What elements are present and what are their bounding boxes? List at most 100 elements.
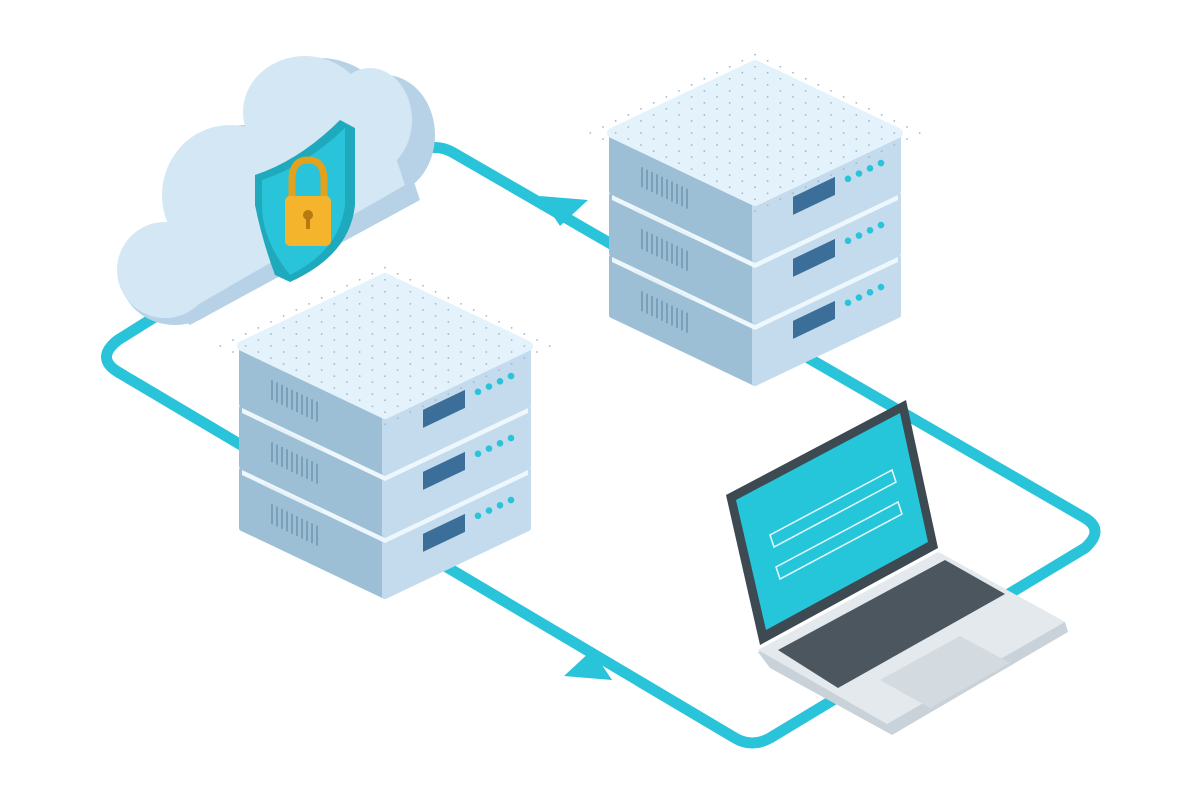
grille-dot [422,345,424,347]
grille-dot [485,363,488,365]
grille-dot [716,132,718,134]
grille-dot [728,114,731,116]
grille-dot [232,351,234,353]
grille-dot [855,114,858,116]
grille-dot [320,369,323,371]
grille-dot [434,290,437,293]
grille-dot [728,65,731,68]
grille-dot [447,333,450,335]
grille-dot [817,144,820,146]
grille-dot [754,65,756,68]
grille-dot [257,363,260,365]
grille-dot [447,393,450,396]
status-led [485,507,493,514]
grille-dot [270,321,272,323]
grille-dot [678,114,680,116]
grille-dot [754,210,756,213]
grille-dot [804,162,807,165]
grille-dot [741,156,744,158]
grille-dot [498,321,500,323]
grille-dot [754,101,756,104]
login-field-2 [775,500,903,581]
grille-dot [880,150,883,152]
grille-dot [485,375,488,378]
server-unit [609,130,901,262]
grille-dot [665,95,668,98]
grille-dot [678,174,680,177]
grille-dot [460,314,462,317]
grille-dot [678,89,680,92]
status-led [855,170,863,177]
grille-dot [409,327,412,329]
grille-dot [754,53,756,56]
grille-dot [308,314,310,317]
grille-dot [346,381,348,384]
server-display [423,389,465,428]
arrow-down-right-icon [564,650,612,680]
grille-dot [703,174,706,177]
grille-dot [728,126,731,128]
grille-dot [485,314,488,317]
grille-dot [678,101,680,104]
grille-dot [447,296,450,299]
server-unit [609,254,901,386]
grille-dot [320,321,323,323]
grille-dot [346,357,348,359]
grille-dot [257,327,260,329]
server-handle [633,207,693,238]
status-led [507,496,515,504]
grille-dot [766,120,769,122]
server-display [423,513,465,552]
grille-dot [893,132,896,134]
status-led [855,294,863,301]
grille-dot [741,71,744,74]
shield-icon [255,120,355,282]
grille-dot [918,132,921,134]
grille-dot [842,156,845,158]
grille-dot [716,144,718,146]
grille-dot [716,168,718,171]
grille-dot [295,333,298,335]
grille-dot [741,168,744,171]
status-led [866,165,874,172]
grille-dot [523,345,526,347]
grille-dot [741,144,744,146]
grille-dot [396,308,399,311]
grille-dot [728,77,731,80]
grille-dot [640,144,642,146]
grille-dot [371,333,374,335]
grille-dot [346,321,348,323]
grille-dot [754,114,756,116]
grille-dot [792,120,794,122]
grille-dot [842,95,845,98]
grille-dot [741,204,744,207]
grille-dot [422,308,424,311]
grille-dot [728,138,731,140]
grille-dot [422,321,424,323]
grille-dot [346,296,348,299]
grille-dot [396,393,399,396]
grille-dot [308,375,310,378]
server-top [237,273,533,419]
grille-dot [409,411,412,414]
grille-dot [434,399,437,402]
grille-dot [371,308,374,311]
grille-dot [817,156,820,158]
grille-dot [510,327,513,329]
grille-dot [779,101,782,104]
status-led [474,512,482,520]
grille-dot [282,351,285,353]
grille-dot [409,302,412,305]
grille-dot [257,351,260,353]
grille-dot [627,150,630,152]
grille-dot [371,321,374,323]
grille-dot [855,150,858,152]
grille-dot [409,363,412,365]
grille-dot [434,314,437,317]
server-display [793,176,835,215]
grille-dot [422,381,424,384]
grille-dot [333,290,336,293]
grille-dot [447,308,450,311]
grille-dot [295,381,298,384]
grille-dot [842,120,845,122]
